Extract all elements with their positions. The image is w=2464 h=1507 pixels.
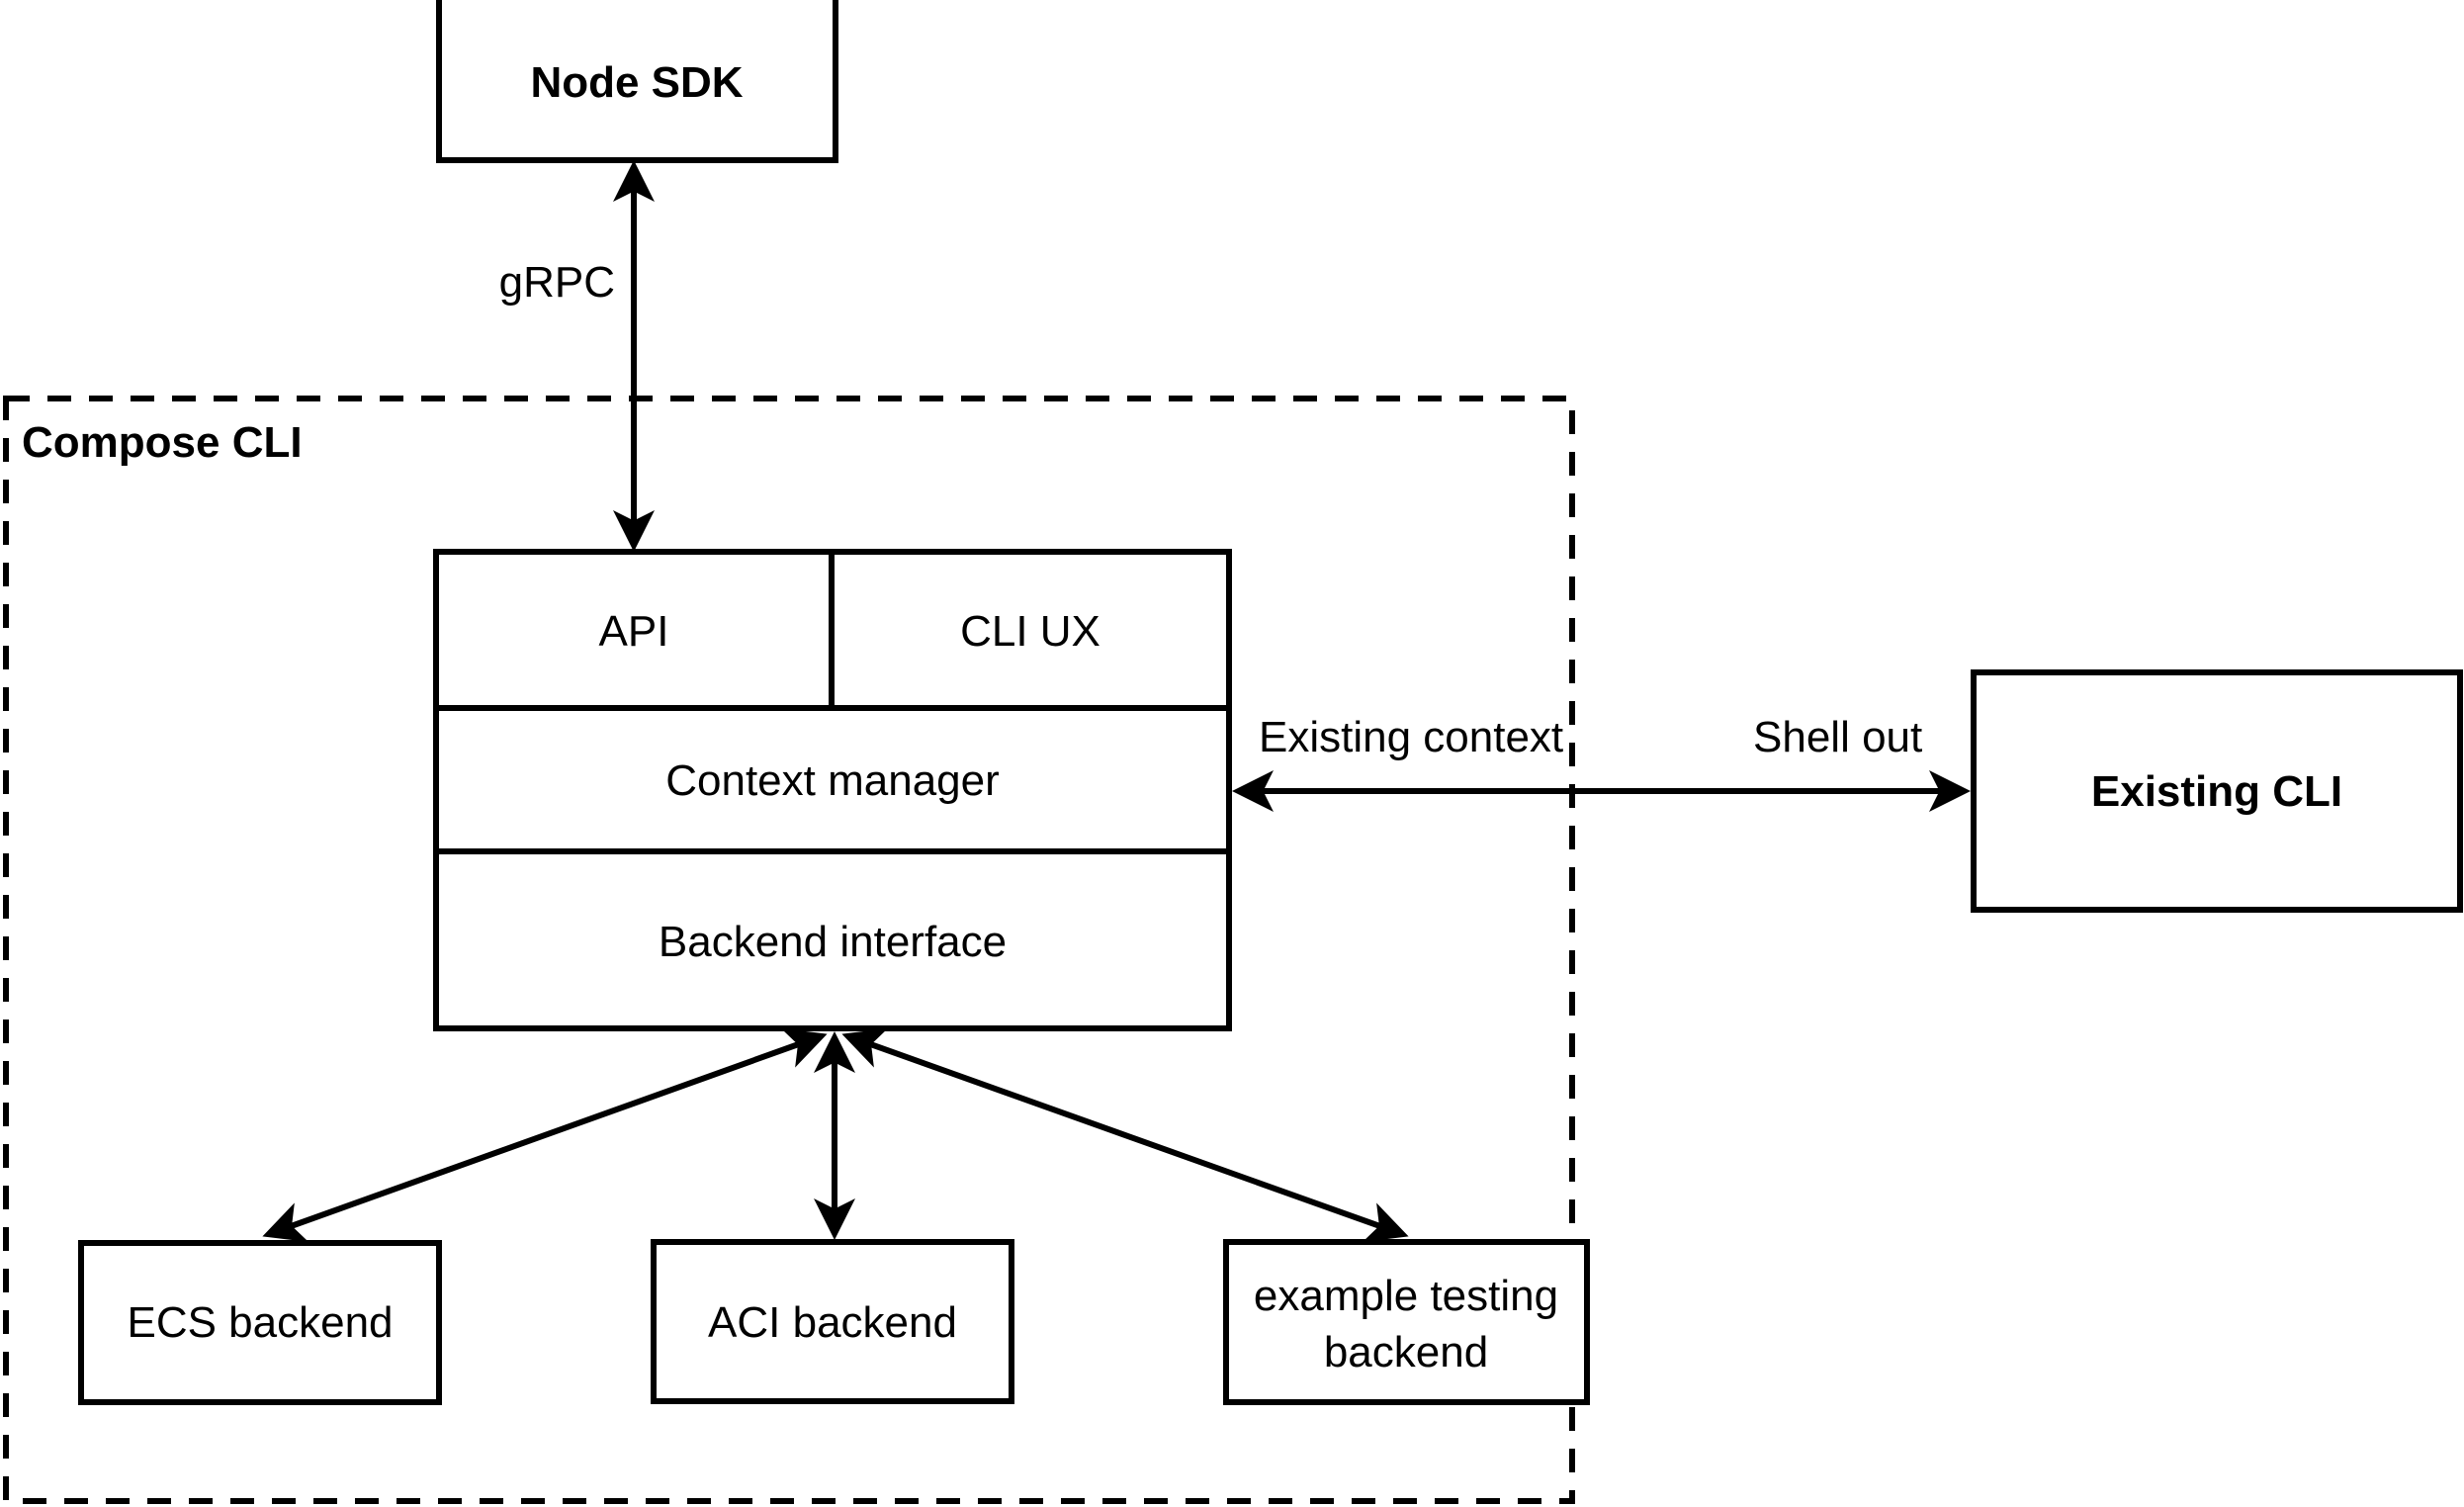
cli-ux-cell[interactable]: CLI UX (960, 607, 1100, 656)
context-manager-cell[interactable]: Context manager (665, 756, 1000, 805)
grpc-connector: gRPC (499, 160, 655, 552)
compose-cli-group-label: Compose CLI (22, 418, 303, 467)
existing-cli-label: Existing CLI (2091, 767, 2342, 816)
backend-interface-cell[interactable]: Backend interface (659, 918, 1007, 966)
node-sdk-label: Node SDK (530, 58, 743, 107)
example-testing-backend-label-line1: example testing (1254, 1272, 1558, 1320)
example-testing-backend-box[interactable]: example testing backend (1223, 1239, 1590, 1405)
ecs-backend-box-shape (78, 1240, 442, 1405)
example-testing-backend-label-line2: backend (1324, 1328, 1488, 1376)
aci-backend-label: ACI backend (708, 1298, 957, 1347)
api-cell[interactable]: API (599, 607, 669, 656)
api-label: API (599, 607, 669, 656)
existing-cli-connector: Existing context Shell out (1232, 713, 1971, 812)
aci-backend-box[interactable]: ACI backend (651, 1239, 1014, 1404)
aci-backend-box-shape (651, 1239, 1014, 1404)
backend-interface-to-ecs-arrow (262, 1028, 828, 1242)
grpc-edge-label: gRPC (499, 258, 615, 307)
node-sdk-box-shape (436, 0, 838, 163)
node-sdk-box[interactable]: Node SDK (436, 0, 838, 163)
ecs-backend-label: ECS backend (127, 1298, 393, 1347)
compose-cli-group-border (3, 396, 1575, 1504)
compose-cli-core-stack: API CLI UX Context manager Backend inter… (433, 549, 1232, 1031)
existing-cli-box-shape (1971, 669, 2463, 913)
backend-interface-to-example-arrow (841, 1027, 1409, 1243)
existing-cli-box[interactable]: Existing CLI (1971, 669, 2463, 913)
cli-ux-label: CLI UX (960, 607, 1100, 656)
compose-cli-group: Compose CLI (3, 396, 1575, 1504)
example-testing-backend-box-shape (1223, 1239, 1590, 1405)
backend-connectors (262, 1027, 1409, 1243)
backend-interface-label: Backend interface (659, 918, 1007, 966)
shell-out-edge-label: Shell out (1753, 713, 1922, 761)
existing-context-edge-label: Existing context (1259, 713, 1563, 761)
ecs-backend-box[interactable]: ECS backend (78, 1240, 442, 1405)
context-manager-label: Context manager (665, 756, 1000, 805)
